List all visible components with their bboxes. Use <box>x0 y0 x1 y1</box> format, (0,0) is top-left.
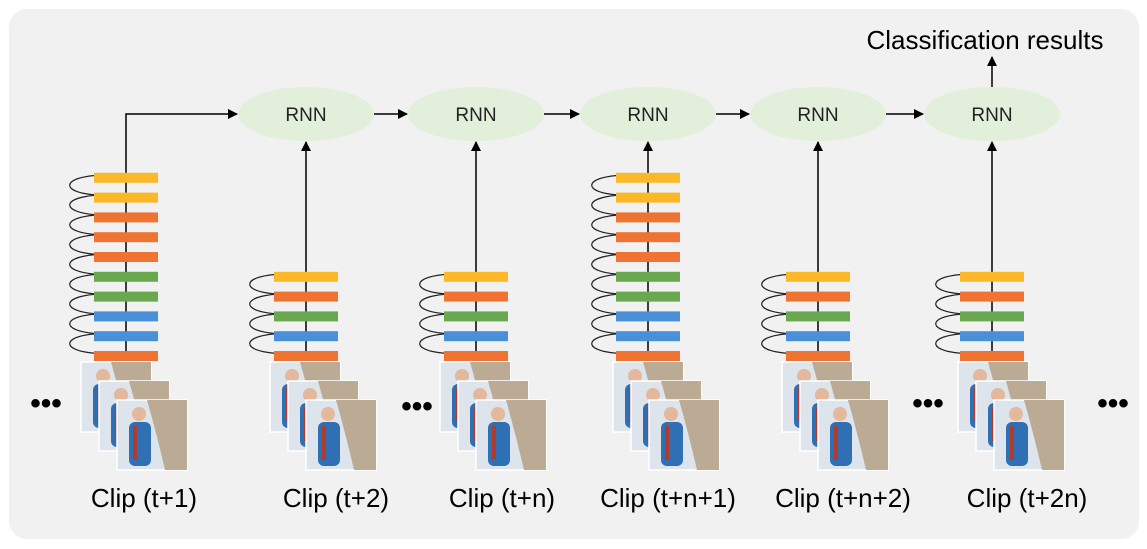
video-frame-stack <box>612 361 720 471</box>
feature-bar-orange <box>94 232 158 243</box>
video-frame-thumbnail <box>648 399 720 471</box>
rnn-node: RNN <box>750 87 886 141</box>
feature-bar-orange <box>786 291 850 302</box>
feature-stack <box>591 172 680 361</box>
feature-bar-orange <box>616 252 680 262</box>
rnn-label: RNN <box>455 105 496 126</box>
feature-bar-blue <box>616 331 680 342</box>
feature-bar-yellow <box>274 271 338 282</box>
clip-label: Clip (t+n) <box>449 483 555 513</box>
rnn-label: RNN <box>797 105 838 126</box>
feature-bar-green <box>786 311 850 322</box>
feature-stack <box>249 271 338 361</box>
video-frame-stack <box>781 361 889 471</box>
feature-bar-yellow <box>444 271 508 282</box>
ellipsis-dots: ••• <box>1097 387 1129 420</box>
feature-bar-orange <box>274 291 338 302</box>
video-frame-stack <box>269 361 377 471</box>
feature-bar-orange <box>960 351 1024 361</box>
clip-to-rnn-arrow <box>125 109 238 150</box>
feature-stack <box>935 271 1024 361</box>
feature-bar-orange <box>94 351 158 361</box>
rnn-node-shape <box>750 87 886 141</box>
video-frame-stack <box>439 361 547 471</box>
feature-stack <box>761 271 850 361</box>
feature-bar-yellow <box>786 271 850 282</box>
feature-bar-orange <box>94 252 158 262</box>
rnn-node: RNN <box>238 87 374 141</box>
feature-stack <box>69 172 158 361</box>
feature-bar-orange <box>94 212 158 223</box>
ellipsis-dots: ••• <box>912 387 944 420</box>
feature-bar-green <box>960 311 1024 322</box>
feature-bar-orange <box>786 351 850 361</box>
feature-bar-green <box>444 311 508 322</box>
clip-label: Clip (t+n+1) <box>600 483 736 513</box>
feature-bar-blue <box>94 311 158 322</box>
feature-bar-green <box>616 271 680 282</box>
feature-bar-blue <box>786 331 850 342</box>
rnn-label: RNN <box>971 105 1012 126</box>
video-frame-thumbnail <box>817 399 889 471</box>
ellipsis-dots: ••• <box>30 387 62 420</box>
feature-bar-blue <box>444 331 508 342</box>
feature-bar-green <box>274 311 338 322</box>
feature-bar-orange <box>616 232 680 243</box>
rnn-node-shape <box>580 87 716 141</box>
feature-bar-orange <box>444 291 508 302</box>
ellipsis-dots: ••• <box>401 390 433 423</box>
video-frame-thumbnail <box>116 399 188 471</box>
feature-bar-yellow <box>960 271 1024 282</box>
feature-bar-yellow <box>616 172 680 183</box>
feature-bar-orange <box>616 351 680 361</box>
feature-stack <box>419 271 508 361</box>
feature-bar-orange <box>960 291 1024 302</box>
feature-bar-blue <box>616 311 680 322</box>
feature-bar-orange <box>616 212 680 223</box>
video-frame-stack <box>957 361 1065 471</box>
clip-label: Clip (t+1) <box>91 483 197 513</box>
classification-results-label: Classification results <box>867 25 1104 55</box>
rnn-node: RNN <box>408 87 544 141</box>
rnn-label: RNN <box>285 105 326 126</box>
feature-bar-green <box>94 271 158 282</box>
feature-bar-yellow <box>94 172 158 183</box>
rnn-node: RNN <box>580 87 716 141</box>
clip-label: Clip (t+2n) <box>967 483 1088 513</box>
rnn-node-shape <box>238 87 374 141</box>
video-frame-thumbnail <box>993 399 1065 471</box>
clip-label: Clip (t+n+2) <box>775 483 911 513</box>
video-frame-thumbnail <box>305 399 377 471</box>
video-frame-thumbnail <box>475 399 547 471</box>
feature-bar-yellow <box>616 192 680 203</box>
rnn-label: RNN <box>627 105 668 126</box>
feature-bar-orange <box>444 351 508 361</box>
feature-bar-blue <box>94 331 158 342</box>
rnn-node: RNN <box>924 87 1060 141</box>
feature-bar-blue <box>274 331 338 342</box>
feature-bar-blue <box>960 331 1024 342</box>
video-frame-stack <box>80 361 188 471</box>
feature-bar-yellow <box>94 192 158 203</box>
rnn-node-shape <box>408 87 544 141</box>
feature-bar-green <box>616 291 680 302</box>
rnn-node-shape <box>924 87 1060 141</box>
clip-label: Clip (t+2) <box>283 483 389 513</box>
feature-bar-orange <box>274 351 338 361</box>
feature-bar-green <box>94 291 158 302</box>
